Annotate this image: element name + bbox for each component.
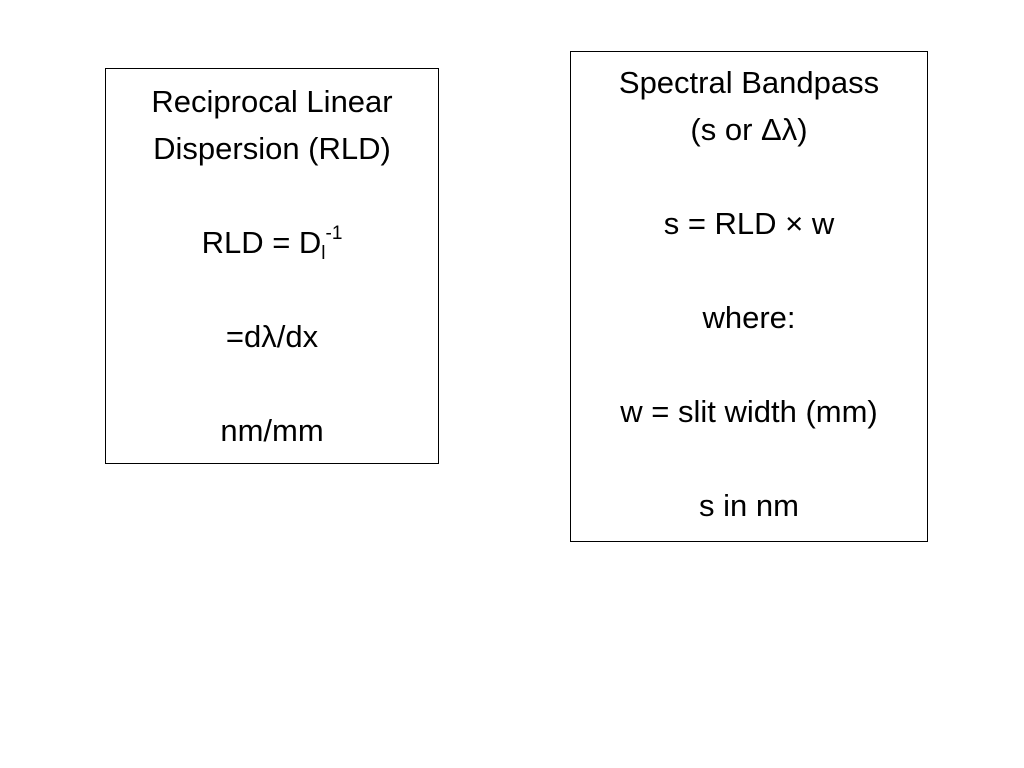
slit-width-definition: w = slit width (mm) — [620, 394, 878, 429]
bandpass-formula: s = RLD × w — [663, 206, 835, 241]
reciprocal-linear-dispersion-box: Reciprocal Linear Dispersion (RLD) RLD =… — [105, 68, 439, 464]
rld-units: nm/mm — [220, 413, 324, 448]
spectral-bandpass-box: Spectral Bandpass (s or Δλ) s = RLD × w … — [570, 51, 928, 542]
spacer — [571, 153, 927, 200]
rld-formula-base: RLD = D — [201, 225, 322, 260]
rld-title-line-1: Reciprocal Linear — [151, 84, 393, 119]
spacer — [106, 360, 438, 407]
spacer — [571, 247, 927, 294]
rld-derivative: =dλ/dx — [225, 319, 319, 354]
spacer — [106, 172, 438, 219]
bandpass-title-line-2: (s or Δλ) — [690, 112, 808, 147]
rld-formula-subscript: l — [321, 243, 326, 264]
where-label: where: — [702, 300, 796, 335]
spacer — [571, 341, 927, 388]
bandpass-title-line-1: Spectral Bandpass — [618, 65, 880, 100]
spacer — [571, 435, 927, 482]
rld-title-line-2: Dispersion (RLD) — [153, 131, 391, 166]
rld-formula: RLD = Dl-1 — [106, 219, 438, 266]
rld-formula-superscript: -1 — [325, 223, 343, 244]
spacer — [106, 266, 438, 313]
s-units: s in nm — [699, 488, 799, 523]
